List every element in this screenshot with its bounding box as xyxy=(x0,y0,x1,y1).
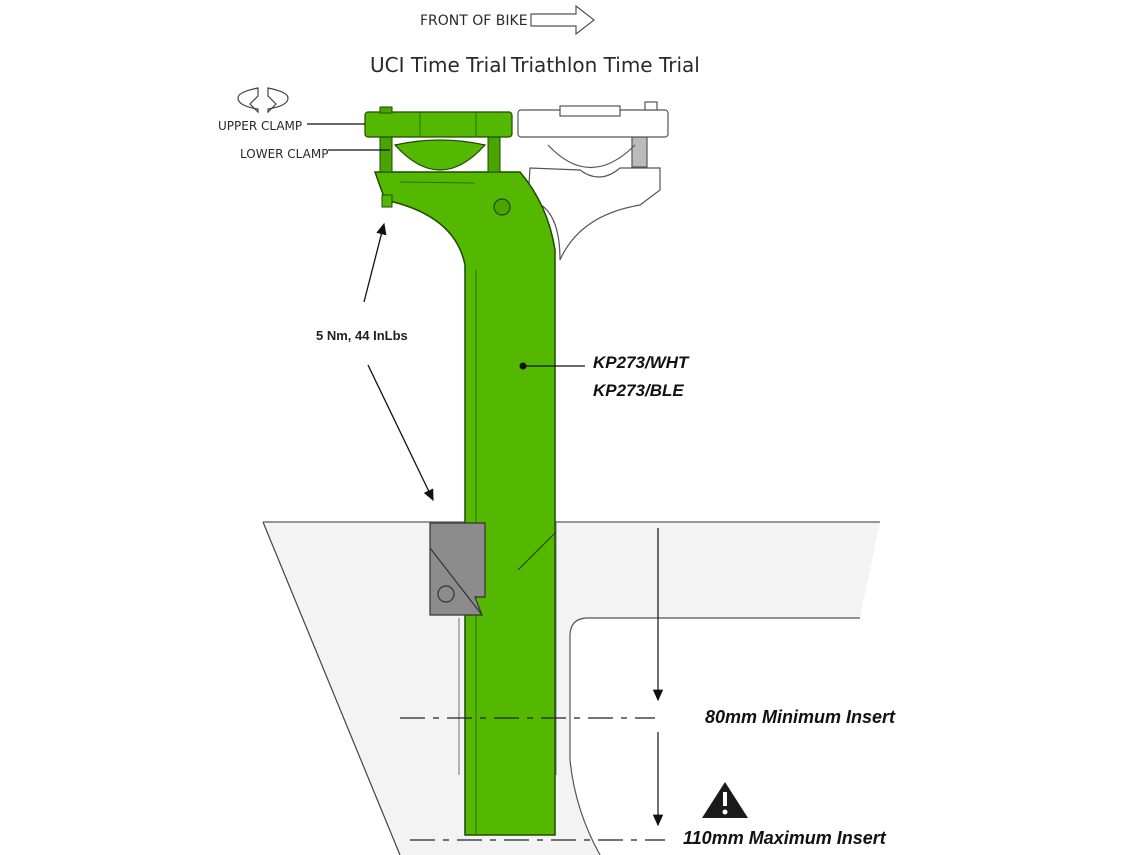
insert-depth-markers xyxy=(400,528,665,841)
seatpost-kp273 xyxy=(364,106,557,836)
rotate-icon xyxy=(237,87,289,114)
triathlon-time-trial-label: Triathlon Time Trial xyxy=(510,53,700,77)
lower-clamp-label: LOWER CLAMP xyxy=(240,147,328,161)
part-number-ble: KP273/BLE xyxy=(593,381,684,400)
torque-arrows xyxy=(363,222,434,502)
part-number-leader xyxy=(519,362,585,370)
minimum-insert-label: 80mm Minimum Insert xyxy=(705,707,896,727)
part-number-wht: KP273/WHT xyxy=(593,353,690,372)
warning-icon xyxy=(702,782,748,818)
upper-clamp-label: UPPER CLAMP xyxy=(218,119,302,133)
bike-frame xyxy=(262,521,880,855)
front-of-bike-label: FRONT OF BIKE xyxy=(420,13,528,29)
triathlon-clamp-outline xyxy=(517,101,669,261)
front-arrow-icon xyxy=(530,4,595,36)
torque-label: 5 Nm, 44 InLbs xyxy=(316,328,408,343)
seat-clamp-wedge xyxy=(429,522,486,616)
maximum-insert-label: 110mm Maximum Insert xyxy=(683,828,887,848)
uci-time-trial-label: UCI Time Trial xyxy=(370,53,507,77)
